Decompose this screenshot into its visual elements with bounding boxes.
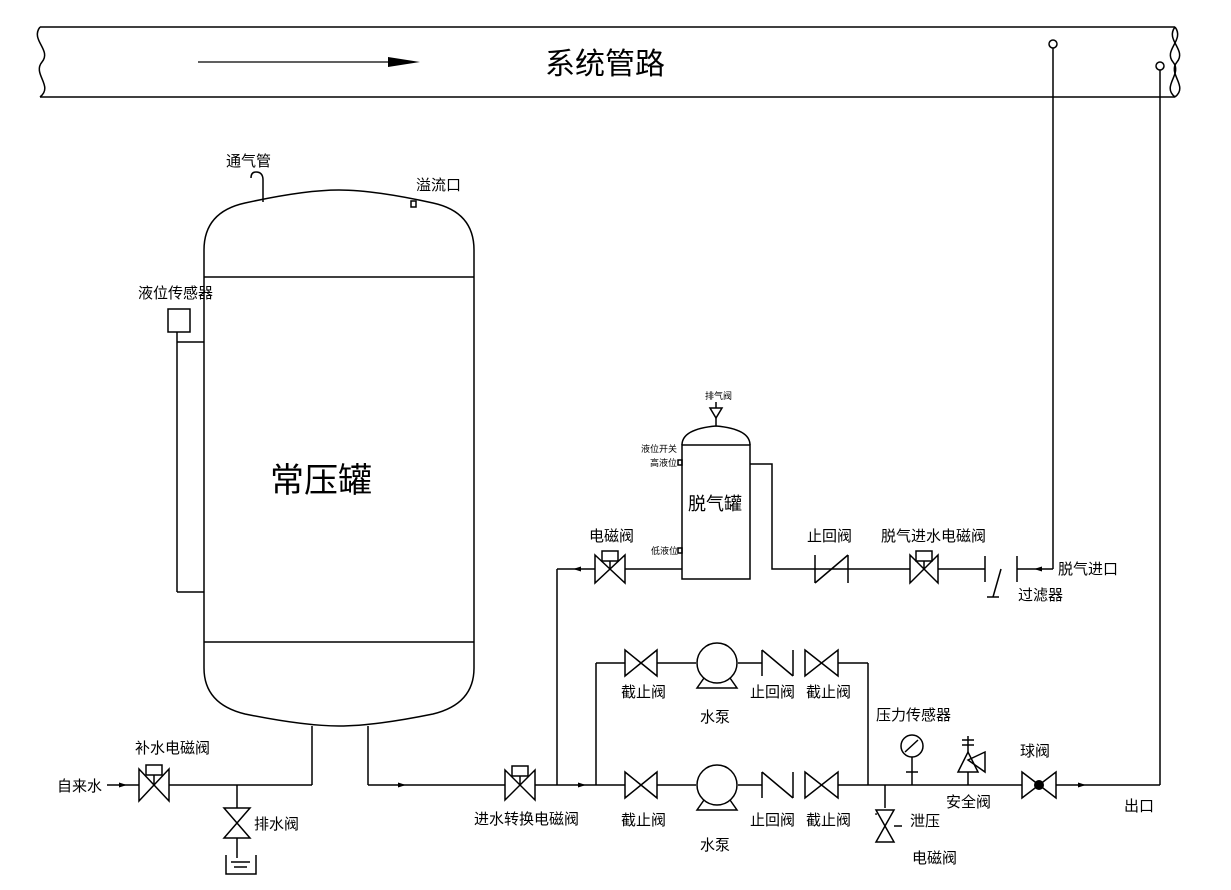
upper-check-label: 止回阀 [750, 683, 795, 701]
drain-valve: 排水阀 [222, 785, 299, 875]
lower-shutoff-2-label: 截止阀 [806, 811, 851, 829]
outlet-line: 出口 [1056, 70, 1161, 815]
lower-shutoff-1-label: 截止阀 [621, 811, 666, 829]
degas-inlet-label: 脱气进口 [1058, 560, 1118, 578]
relief-solenoid-valve: 泄压 电磁阀 [874, 785, 957, 867]
relief-valve-label-1: 泄压 [910, 812, 940, 830]
pressure-sensor: 压力传感器 [876, 706, 951, 785]
inlet-switch-solenoid-valve: 进水转换电磁阀 [474, 765, 579, 828]
outlet-label: 出口 [1124, 797, 1154, 815]
degas-check-valve: 止回阀 [807, 527, 852, 584]
upper-check-valve: 止回阀 [750, 649, 795, 701]
drain-valve-label: 排水阀 [254, 815, 299, 833]
degas-level-switch: 液位开关 高液位 低液位 [641, 443, 683, 557]
lower-check-valve: 止回阀 [750, 771, 795, 829]
degas-tank-label: 脱气罐 [688, 494, 742, 515]
exhaust-valve-label: 排气阀 [705, 390, 732, 402]
degas-solenoid-label: 电磁阀 [589, 527, 634, 545]
upper-shutoff-valve-2: 截止阀 [804, 648, 851, 701]
atmospheric-tank: 常压罐 [203, 189, 475, 727]
vent-pipe: 通气管 [226, 152, 271, 202]
degas-tank: 脱气罐 [681, 425, 751, 580]
makeup-solenoid-valve: 补水电磁阀 [135, 739, 210, 803]
overflow-port: 溢流口 [410, 176, 461, 208]
filter: 过滤器 [984, 556, 1063, 604]
atm-tank-label: 常压罐 [270, 461, 372, 501]
degas-inlet-valve-label: 脱气进水电磁阀 [881, 527, 986, 545]
upper-pump: 水泵 [695, 642, 739, 726]
makeup-valve-label: 补水电磁阀 [135, 739, 210, 757]
upper-shutoff-1-label: 截止阀 [621, 683, 666, 701]
degas-to-tank-line [556, 566, 682, 785]
makeup-line: 自来水 [57, 726, 313, 795]
lower-shutoff-valve-1: 截止阀 [621, 770, 666, 829]
degas-check-valve-label: 止回阀 [807, 527, 852, 545]
lower-pump-label: 水泵 [700, 836, 730, 854]
relief-valve-label-2: 电磁阀 [912, 849, 957, 867]
lower-pump: 水泵 [695, 764, 739, 854]
low-level-label: 低液位 [651, 545, 678, 557]
lower-shutoff-valve-2: 截止阀 [804, 770, 851, 829]
ball-valve-label: 球阀 [1020, 742, 1050, 760]
upper-shutoff-valve-1: 截止阀 [621, 648, 666, 701]
degas-inlet-line [750, 48, 1054, 572]
tank-outlet-line [367, 726, 625, 788]
degas-solenoid-valve: 电磁阀 [589, 527, 634, 585]
overflow-label: 溢流口 [416, 176, 461, 194]
upper-pump-label: 水泵 [700, 708, 730, 726]
filter-label: 过滤器 [1018, 586, 1063, 604]
vent-pipe-label: 通气管 [226, 152, 271, 170]
pump-manifold [595, 662, 1022, 786]
level-sensor: 液位传感器 [138, 284, 213, 593]
tap-water-label: 自来水 [57, 777, 102, 795]
degas-inlet-solenoid-valve: 脱气进水电磁阀 [881, 527, 986, 585]
level-sensor-label: 液位传感器 [138, 284, 213, 302]
safety-valve-label: 安全阀 [946, 793, 991, 811]
inlet-switch-valve-label: 进水转换电磁阀 [474, 810, 579, 828]
ball-valve: 球阀 [1020, 742, 1057, 800]
flow-arrowhead-icon [388, 57, 420, 67]
exhaust-valve: 排气阀 [705, 390, 732, 426]
high-level-label: 高液位 [650, 457, 677, 469]
upper-shutoff-2-label: 截止阀 [806, 683, 851, 701]
pressure-sensor-label: 压力传感器 [876, 706, 951, 724]
system-pipe: 系统管路 [36, 26, 1181, 98]
system-pipe-label: 系统管路 [545, 47, 665, 82]
level-switch-label: 液位开关 [641, 443, 677, 455]
lower-check-label: 止回阀 [750, 811, 795, 829]
safety-valve: 安全阀 [946, 736, 991, 811]
